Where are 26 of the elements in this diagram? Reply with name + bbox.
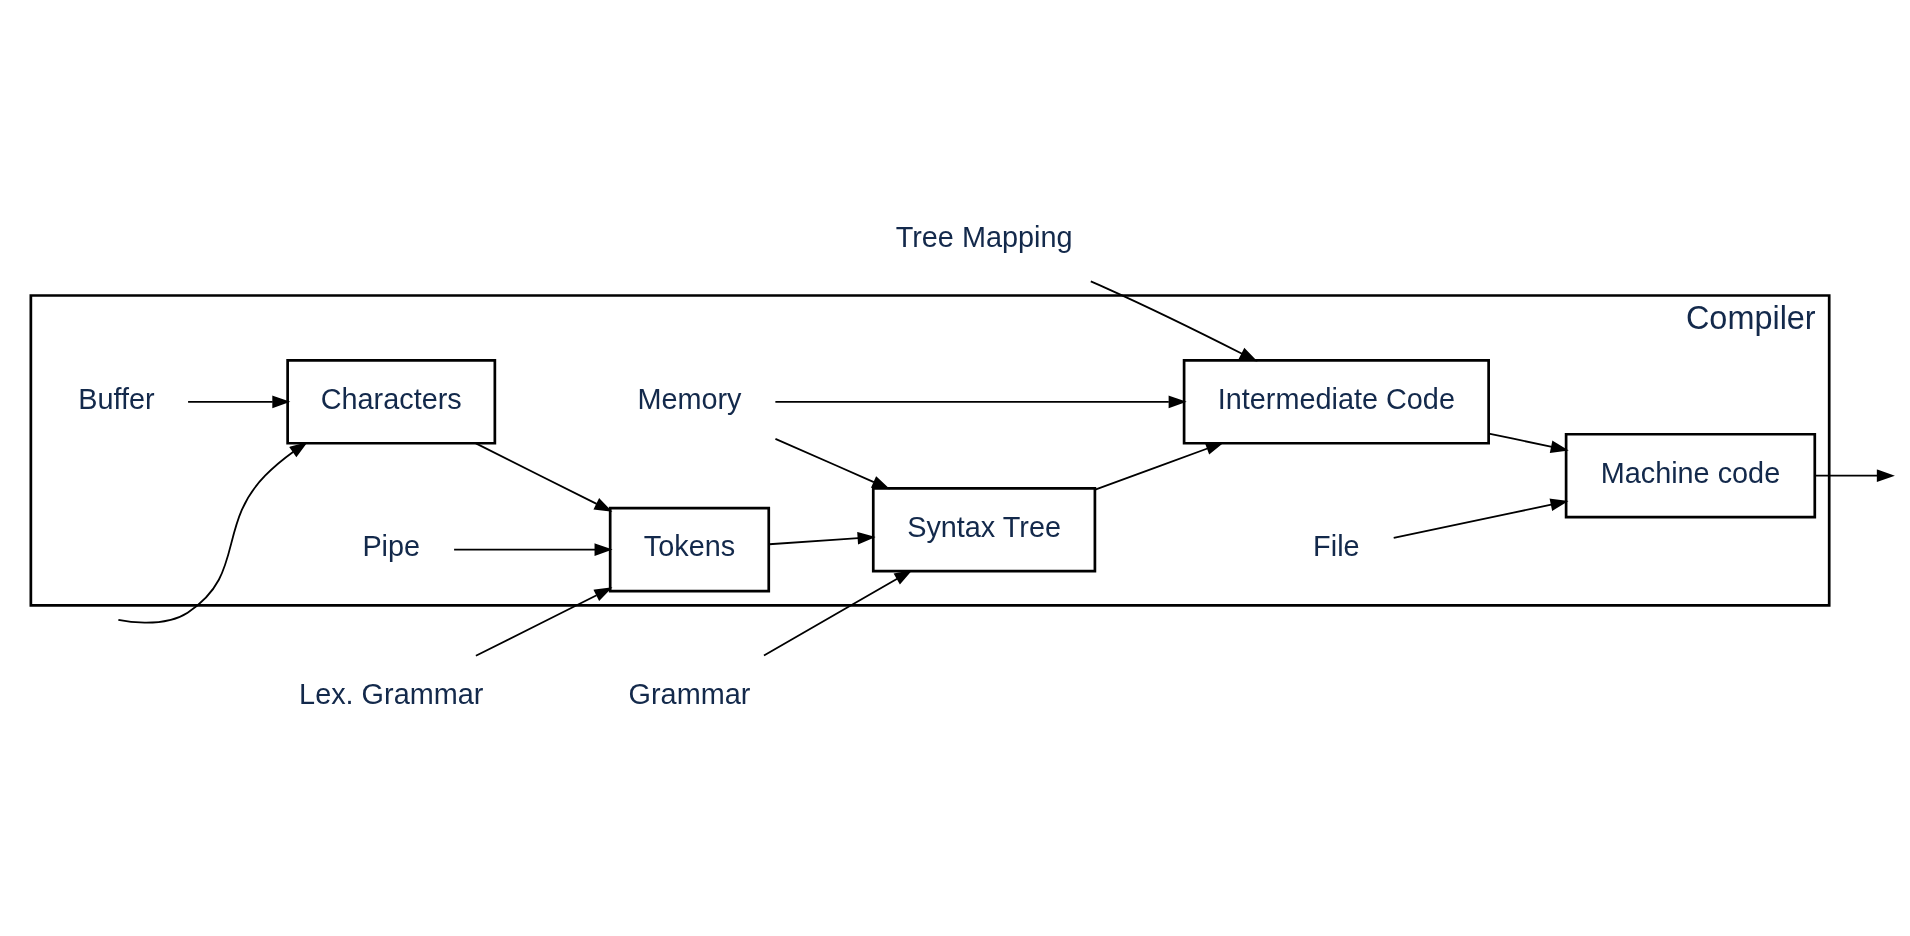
arrow <box>763 569 913 656</box>
arrow <box>768 531 876 545</box>
node-box: Syntax Tree <box>871 486 1097 573</box>
arrow <box>1814 468 1895 482</box>
arrow <box>774 395 1187 408</box>
arrow <box>453 542 613 556</box>
arrow <box>475 586 613 657</box>
arrow <box>1094 441 1224 491</box>
node-text: File <box>1313 529 1360 562</box>
node-box: Tokens <box>608 506 771 592</box>
arrow <box>774 437 891 489</box>
node-box: Machine code <box>1564 432 1817 518</box>
node-text: Lex. Grammar <box>299 677 484 710</box>
node-text: Memory <box>637 382 742 415</box>
node-text: Pipe <box>362 529 421 562</box>
arrow <box>475 442 613 512</box>
node-box: Characters <box>286 358 497 445</box>
node-text: Grammar <box>628 677 751 710</box>
arrow <box>1089 279 1258 362</box>
node-text: Tree Mapping <box>895 220 1073 252</box>
arrow <box>1487 432 1569 453</box>
arrow <box>1392 498 1569 539</box>
node-box: Intermediate Code <box>1182 358 1490 445</box>
arrow <box>117 441 308 624</box>
node-text: Buffer <box>78 382 155 415</box>
arrow <box>187 395 291 408</box>
